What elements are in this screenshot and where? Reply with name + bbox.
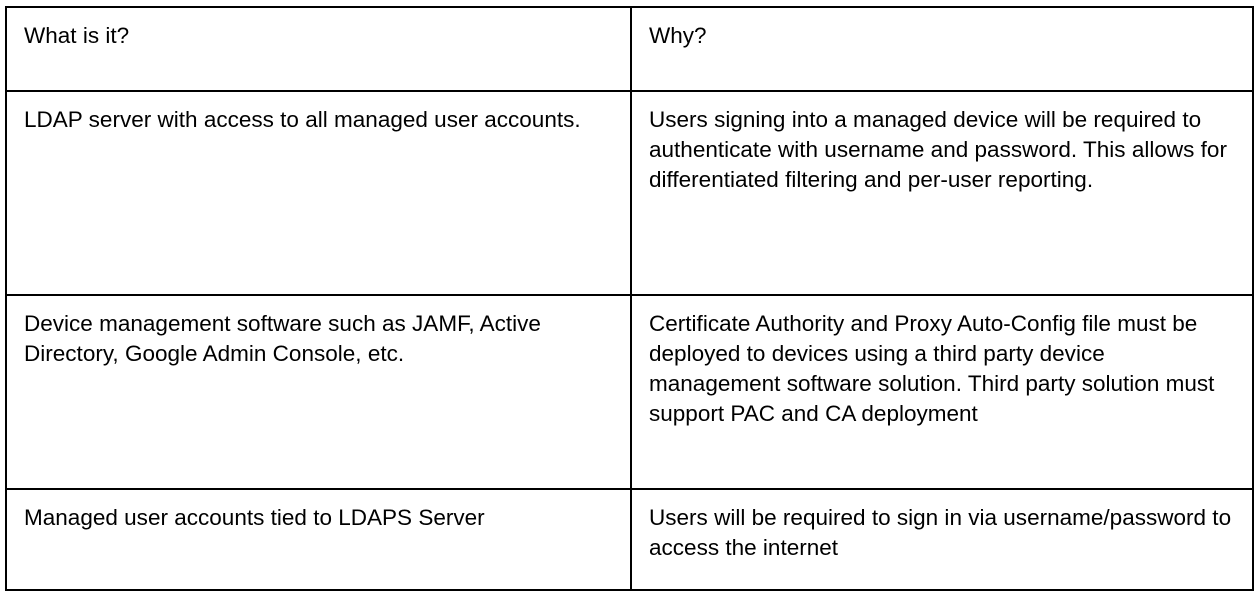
column-header-why-label: Why?	[649, 23, 707, 48]
table-row-2: Device management software such as JAMF,…	[5, 294, 1254, 490]
cell-text-why-1: Users signing into a managed device will…	[649, 107, 1227, 192]
table-cell-why-2: Certificate Authority and Proxy Auto-Con…	[630, 294, 1254, 490]
cell-text-what-1: LDAP server with access to all managed u…	[24, 107, 581, 132]
cell-text-why-2: Certificate Authority and Proxy Auto-Con…	[649, 311, 1215, 426]
table-body: What is it? Why? LDAP server with access…	[5, 6, 1254, 591]
table-cell-what-1: LDAP server with access to all managed u…	[5, 90, 632, 296]
table-cell-why-1: Users signing into a managed device will…	[630, 90, 1254, 296]
cell-text-what-2: Device management software such as JAMF,…	[24, 311, 541, 366]
table-row-3: Managed user accounts tied to LDAPS Serv…	[5, 488, 1254, 591]
cell-text-why-3: Users will be required to sign in via us…	[649, 505, 1232, 560]
table-cell-what-2: Device management software such as JAMF,…	[5, 294, 632, 490]
table-header-cell-why: Why?	[630, 6, 1254, 92]
table-row-1: LDAP server with access to all managed u…	[5, 90, 1254, 296]
table-cell-why-3: Users will be required to sign in via us…	[630, 488, 1254, 591]
column-header-what-label: What is it?	[24, 23, 130, 48]
table-cell-what-3: Managed user accounts tied to LDAPS Serv…	[5, 488, 632, 591]
table-header-cell-what: What is it?	[5, 6, 632, 92]
requirements-table: What is it? Why? LDAP server with access…	[5, 6, 1254, 591]
table-row-header: What is it? Why?	[5, 6, 1254, 92]
cell-text-what-3: Managed user accounts tied to LDAPS Serv…	[24, 505, 485, 530]
